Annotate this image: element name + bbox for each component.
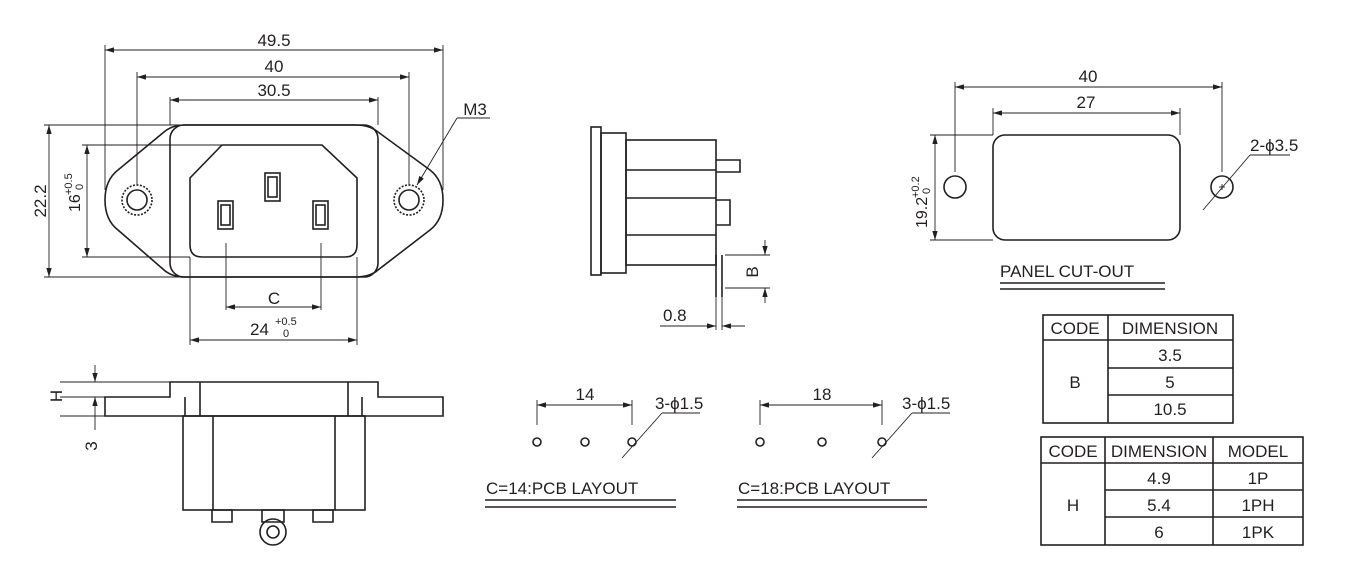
model-cell: 1PK	[1242, 523, 1275, 542]
pcb-spacing: 14	[576, 385, 595, 404]
dim-opening-height-tol-lower: 0	[74, 184, 86, 190]
cutout-rect	[992, 134, 1181, 241]
dim-cutout-width: 27	[1077, 93, 1096, 112]
dim-hole-spacing: 40	[1079, 67, 1098, 86]
dim-thickness: 0.8	[663, 306, 687, 325]
dim-opening-width-tol-upper: +0.5	[275, 316, 297, 328]
dim-hole-spacing: 40	[265, 57, 284, 76]
dim-overall-width: 49.5	[257, 31, 290, 50]
dim-opening-height: 16	[67, 194, 84, 212]
table-h: CODE DIMENSION MODEL H 4.9 1P 5.4 1PH 6 …	[1040, 436, 1304, 546]
dim-h: H	[47, 390, 66, 402]
pcb-layout-title: C=14:PCB LAYOUT	[486, 479, 638, 498]
dimension-cell: 3.5	[1158, 346, 1182, 365]
header-dimension: DIMENSION	[1122, 319, 1218, 338]
dim-body-width: 30.5	[257, 81, 290, 100]
front-view: 49.5 40 30.5 M3 22.2 16 +0.5 0 C 24 +0.5…	[31, 31, 490, 345]
socket-opening	[189, 144, 358, 258]
body-outline	[169, 124, 379, 278]
pcb-layout-title: C=18:PCB LAYOUT	[738, 479, 890, 498]
header-code: CODE	[1048, 442, 1097, 461]
model-cell: 1P	[1248, 469, 1269, 488]
dimension-cell: 4.9	[1147, 469, 1171, 488]
dimension-cell: 10.5	[1153, 400, 1186, 419]
dim-cutout-height-tol-upper: +0.2	[910, 176, 922, 198]
side-view: B 0.8	[590, 126, 770, 330]
code-cell: H	[1067, 496, 1079, 515]
panel-cutout-title: PANEL CUT-OUT	[1000, 262, 1134, 281]
hole-right-icon	[1210, 175, 1234, 199]
table-b: CODE DIMENSION B 3.5 5 10.5	[1042, 314, 1234, 424]
dim-height: 22.2	[31, 184, 50, 217]
dimension-cell: 5.4	[1147, 496, 1171, 515]
bottom-view: H 3	[47, 365, 444, 546]
header-model: MODEL	[1228, 442, 1288, 461]
header-code: CODE	[1050, 319, 1099, 338]
pin-slots	[217, 172, 329, 230]
pcb-hole-note: 3-ϕ1.5	[655, 394, 703, 413]
panel-cutout: 40 27 19.2 +0.2 0 2-ϕ3.5 PANEL CUT-OUT	[910, 67, 1298, 290]
pcb-layout-14: 14 3-ϕ1.5 C=14:PCB LAYOUT	[485, 385, 703, 508]
pcb-spacing: 18	[813, 385, 832, 404]
dim-cutout-height: 19.2	[914, 197, 931, 228]
dim-opening-height-tol-upper: +0.5	[63, 173, 75, 195]
dim-opening-width-tol-lower: 0	[283, 328, 289, 340]
dim-b: B	[743, 266, 762, 277]
dim-opening-width: 24	[250, 320, 269, 339]
dimension-cell: 6	[1154, 523, 1163, 542]
pcb-hole-note: 3-ϕ1.5	[902, 394, 950, 413]
dim-cutout-height-tol-lower: 0	[921, 188, 933, 194]
dimension-cell: 5	[1165, 373, 1174, 392]
hole-note: 2-ϕ3.5	[1250, 136, 1298, 155]
code-cell: B	[1069, 373, 1080, 392]
header-dimension: DIMENSION	[1111, 442, 1207, 461]
hole-left-icon	[943, 175, 967, 199]
dim-3: 3	[82, 441, 101, 450]
dim-pin-spacing: C	[268, 289, 280, 308]
model-cell: 1PH	[1241, 496, 1274, 515]
screw-label: M3	[463, 100, 487, 119]
pcb-layout-18: 18 3-ϕ1.5 C=18:PCB LAYOUT	[737, 385, 950, 508]
